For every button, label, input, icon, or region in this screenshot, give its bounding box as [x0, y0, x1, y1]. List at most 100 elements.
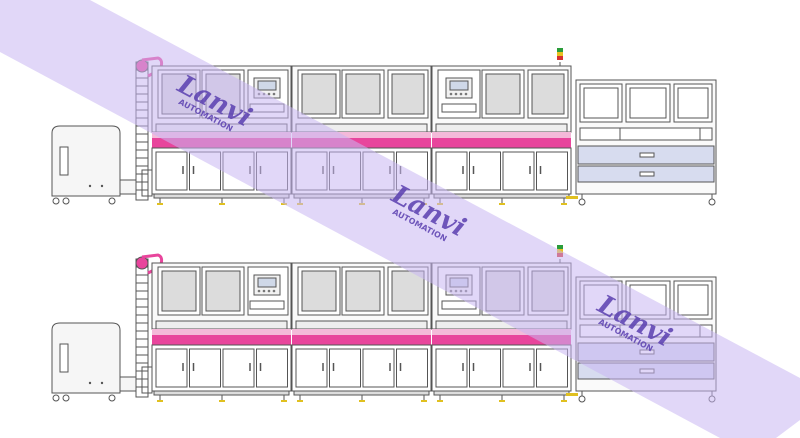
foot-pad: [157, 400, 163, 402]
conveyor-band-light: [432, 132, 571, 138]
hmi-screen: [257, 277, 277, 288]
foot-pad: [561, 400, 567, 402]
foot-pad: [219, 203, 225, 205]
output-window: [583, 87, 619, 119]
glass-window: [205, 270, 241, 312]
foot-pad: [359, 400, 365, 402]
cabinet-door: [189, 348, 221, 388]
glass-window: [301, 270, 337, 312]
cabinet-door: [222, 348, 255, 388]
cabinet-door: [469, 151, 501, 191]
hmi-button: [257, 289, 261, 293]
cabinet-door: [502, 151, 535, 191]
foot-pad: [421, 400, 427, 402]
stack-light-segment: [557, 52, 563, 56]
hmi-button: [272, 92, 276, 96]
loader-marker: [100, 381, 104, 385]
drawer-handle: [639, 171, 655, 177]
cabinet-door: [155, 151, 188, 191]
conveyor-lip: [435, 123, 568, 133]
glass-window: [301, 73, 337, 115]
glass-window: [161, 270, 197, 312]
conveyor-band-light: [292, 329, 431, 335]
hmi-button: [267, 289, 271, 293]
caster-wheel: [108, 394, 116, 402]
caster-wheel: [578, 395, 586, 403]
cabinet-door: [502, 348, 535, 388]
output-module: [566, 79, 717, 206]
cabinet-door: [295, 348, 328, 388]
conveyor-band: [292, 335, 431, 345]
foot-pad: [219, 400, 225, 402]
glass-window: [531, 73, 565, 115]
output-window: [677, 87, 709, 119]
hmi-button: [464, 92, 468, 96]
stack-light-segment: [557, 56, 563, 60]
caster-wheel: [708, 198, 716, 206]
caster-wheel: [52, 394, 60, 402]
caster-wheel: [108, 197, 116, 205]
loader-marker: [88, 184, 92, 188]
foot-pad: [499, 400, 505, 402]
loader-body: [51, 322, 121, 394]
cabinet-door: [435, 348, 468, 388]
loader-body: [51, 125, 121, 197]
conveyor-band: [432, 335, 571, 345]
hmi-button: [272, 289, 276, 293]
loader-marker: [88, 381, 92, 385]
hmi-button: [267, 92, 271, 96]
glass-window: [485, 73, 521, 115]
conveyor-band: [432, 138, 571, 148]
conveyor-lip: [295, 320, 428, 330]
foot-pad: [561, 203, 567, 205]
foot-pad: [281, 400, 287, 402]
cabinet-door: [256, 348, 288, 388]
foot-pad: [297, 400, 303, 402]
cabinet-door: [536, 151, 568, 191]
keyboard-tray: [441, 103, 477, 113]
conveyor-band-light: [152, 329, 291, 335]
caster-wheel: [52, 197, 60, 205]
assembly-module: [431, 65, 572, 205]
loader-marker: [100, 184, 104, 188]
output-window: [677, 284, 709, 316]
drawer-handle: [639, 152, 655, 158]
plinth: [433, 390, 570, 396]
pulley-top: [135, 256, 149, 270]
foot-pad: [157, 203, 163, 205]
glass-window: [345, 270, 381, 312]
hmi-button: [449, 92, 453, 96]
assembly-module: [151, 262, 292, 402]
assembly-module: [291, 262, 432, 402]
cabinet-door: [329, 348, 361, 388]
glass-window: [391, 270, 425, 312]
cabinet-door: [435, 151, 468, 191]
conveyor-band: [152, 335, 291, 345]
foot-pad: [566, 393, 578, 396]
stack-light-segment: [557, 48, 563, 52]
hmi-screen: [257, 80, 277, 91]
output-window: [629, 87, 667, 119]
plinth: [153, 390, 290, 396]
hmi-button: [262, 289, 266, 293]
conveyor-band: [292, 138, 431, 148]
foot-pad: [499, 203, 505, 205]
loader-window: [59, 343, 69, 373]
cabinet-door: [536, 348, 568, 388]
hmi-button: [459, 92, 463, 96]
caster-wheel: [62, 394, 70, 402]
caster-wheel: [578, 198, 586, 206]
cabinet-door: [396, 348, 428, 388]
loader-unit: [51, 322, 141, 402]
conveyor-lip: [155, 320, 288, 330]
stack-light: [557, 48, 563, 66]
foot-pad: [566, 196, 578, 199]
glass-window: [345, 73, 381, 115]
hmi-screen: [449, 80, 469, 91]
output-shelf: [579, 127, 713, 141]
caster-wheel: [62, 197, 70, 205]
cabinet-door: [155, 348, 188, 388]
